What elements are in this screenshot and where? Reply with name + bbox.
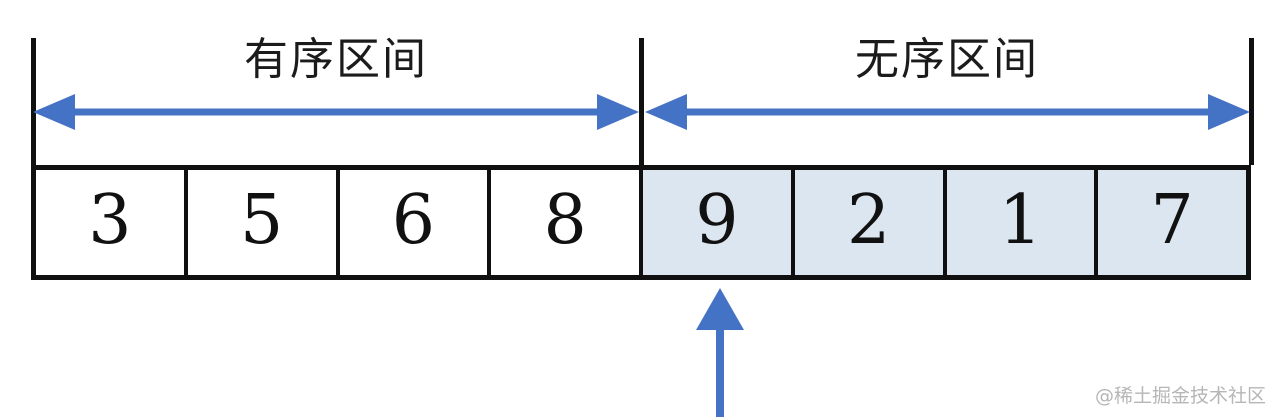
span-arrow-sorted — [33, 94, 639, 130]
boundary-rule-left — [31, 38, 36, 165]
array-cell-value: 5 — [239, 180, 284, 260]
array-cell[interactable]: 1 — [946, 170, 1099, 275]
boundary-rule-right — [1249, 38, 1254, 165]
array-cell-value: 6 — [391, 180, 435, 260]
array-cell-value: 7 — [1150, 180, 1194, 260]
array-cell[interactable]: 3 — [36, 170, 188, 275]
array-cell[interactable]: 8 — [491, 170, 643, 275]
region-label-sorted: 有序区间 — [244, 34, 428, 85]
array-cell-value: 8 — [543, 180, 587, 260]
array-cell-value: 3 — [88, 180, 132, 260]
array-table: 3 5 6 8 9 2 1 7 — [31, 165, 1251, 280]
array-cell[interactable]: 2 — [794, 170, 947, 275]
watermark: @稀土掘金技术社区 — [1094, 385, 1266, 407]
array-cell[interactable]: 7 — [1098, 170, 1246, 275]
region-label-unsorted: 无序区间 — [855, 34, 1039, 85]
current-element-pointer-up-icon — [696, 288, 744, 417]
array-cell[interactable]: 6 — [339, 170, 492, 275]
span-arrow-unsorted — [645, 94, 1250, 130]
array-cell-value: 1 — [998, 180, 1042, 260]
array-cell[interactable]: 5 — [187, 170, 340, 275]
array-cell-current[interactable]: 9 — [643, 170, 795, 275]
array-cell-value: 2 — [846, 180, 891, 260]
boundary-rule-middle — [639, 38, 644, 165]
array-cell-value: 9 — [695, 180, 739, 260]
